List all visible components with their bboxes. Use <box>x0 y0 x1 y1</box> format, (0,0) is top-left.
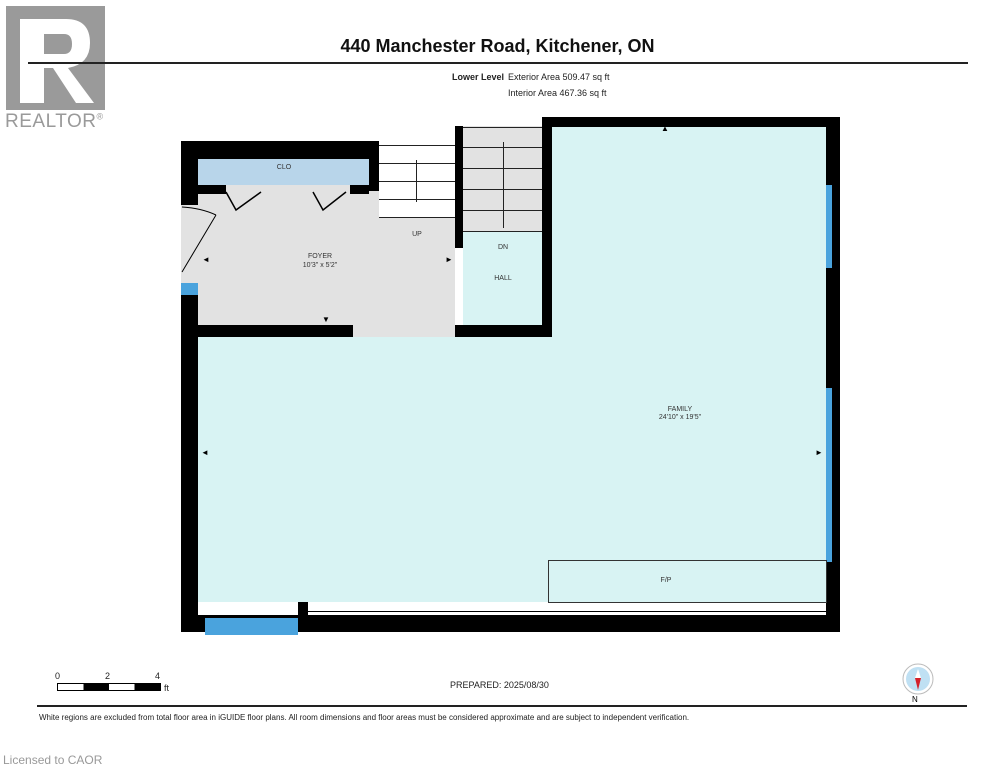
door-swings <box>181 187 347 273</box>
disclaimer: White regions are excluded from total fl… <box>39 713 690 722</box>
prepared-date: PREPARED: 2025/08/30 <box>450 680 549 690</box>
arrow-right-icon: ► <box>815 448 823 457</box>
family-label: FAMILY <box>667 406 693 413</box>
page-title: 440 Manchester Road, Kitchener, ON <box>340 36 655 56</box>
window <box>205 615 298 635</box>
foyer-dims: 10'3" x 5'2" <box>302 262 338 269</box>
realtor-logo-text: REALTOR® <box>5 111 104 132</box>
excluded-strip <box>308 604 826 612</box>
scale-tick-0: 0 <box>55 671 61 681</box>
door-opening <box>181 205 198 295</box>
exterior-area: Exterior Area 509.47 sq ft <box>508 72 610 82</box>
window <box>826 388 832 562</box>
stairs-down <box>463 126 542 232</box>
scale-bar <box>57 683 161 691</box>
scale-tick-2: 2 <box>105 671 111 681</box>
arrow-left-icon: ◄ <box>201 448 209 457</box>
family-room <box>198 337 826 602</box>
family-room-upper <box>552 127 826 339</box>
closet-label: CLO <box>276 164 292 171</box>
family-dims: 24'10" x 19'5" <box>658 414 702 421</box>
license-text: Licensed to CAOR <box>3 753 103 767</box>
compass-north: N <box>912 695 918 704</box>
stairs-up <box>379 145 455 218</box>
window <box>181 283 198 295</box>
fireplace-label: F/P <box>660 577 672 584</box>
window <box>826 185 832 268</box>
hall-label: HALL <box>494 275 512 282</box>
foyer-label: FOYER <box>307 253 333 260</box>
level-name: Lower Level <box>452 72 505 82</box>
scale-tick-4: 4 <box>155 671 161 681</box>
realtor-logo <box>6 6 105 110</box>
compass-icon <box>902 663 934 695</box>
hall-room <box>463 232 542 325</box>
arrow-right-icon: ► <box>445 255 453 264</box>
interior-area: Interior Area 467.36 sq ft <box>508 88 607 98</box>
footer-divider <box>37 705 967 707</box>
arrow-left-icon: ◄ <box>202 255 210 264</box>
up-label: UP <box>412 231 422 238</box>
scale-unit: ft <box>164 683 170 693</box>
title-divider <box>28 62 968 64</box>
arrow-down-icon: ▼ <box>322 315 330 324</box>
fireplace <box>548 560 827 603</box>
arrow-up-icon: ▲ <box>661 124 669 133</box>
down-label: DN <box>497 244 509 251</box>
